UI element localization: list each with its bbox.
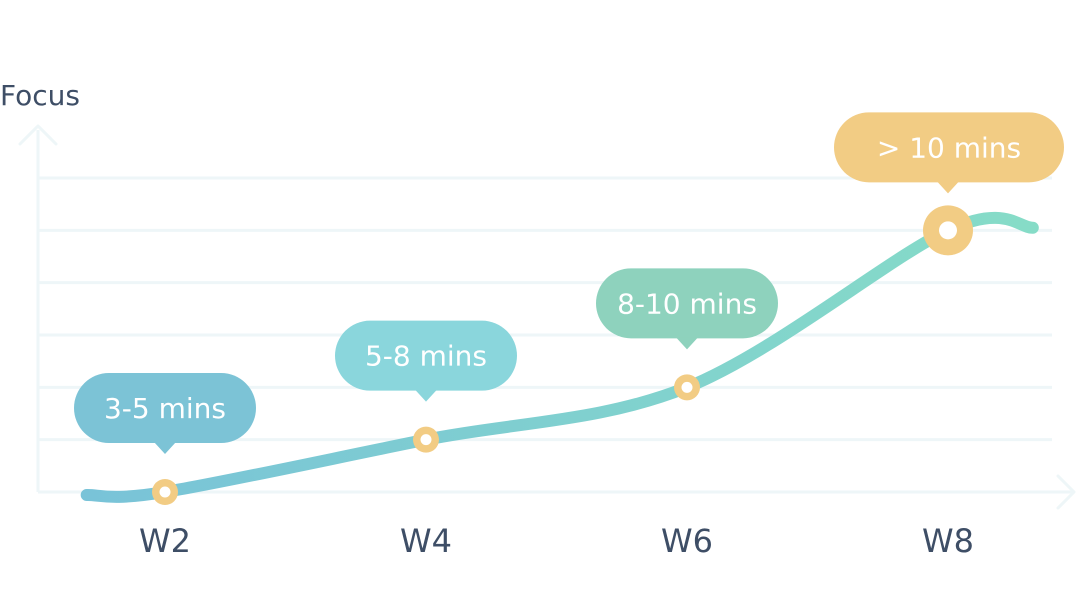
data-points <box>152 205 973 505</box>
x-tick-label: W2 <box>139 522 191 560</box>
data-label-text: 5-8 mins <box>365 340 487 373</box>
data-label-text: 8-10 mins <box>617 287 757 320</box>
y-axis-arrow-icon <box>18 124 58 146</box>
data-label-bubble <box>335 320 517 391</box>
data-label-badge: 8-10 mins <box>596 268 778 350</box>
x-tick-label: W4 <box>400 522 452 560</box>
x-tick-label: W8 <box>922 522 974 560</box>
data-point-marker-center <box>420 434 432 446</box>
x-axis-arrow-icon <box>1056 474 1076 510</box>
grid-lines <box>38 176 1052 494</box>
data-label-pointer <box>937 181 959 194</box>
data-labels: 3-5 mins 5-8 mins 8-10 mins > 10 mins <box>74 112 1064 454</box>
data-label-badge: > 10 mins <box>834 112 1064 194</box>
series-line <box>80 211 1039 503</box>
data-label-pointer <box>154 442 176 454</box>
data-label-text: > 10 mins <box>877 131 1021 164</box>
x-tick-labels: W2 W4 W6 W8 <box>139 522 974 560</box>
data-point-marker-center <box>681 381 693 393</box>
x-tick-label: W6 <box>661 522 713 560</box>
data-label-badge: 3-5 mins <box>74 373 256 454</box>
data-label-bubble <box>74 373 256 443</box>
axes <box>18 124 1076 510</box>
data-point-marker-center <box>939 221 957 240</box>
data-label-text: 3-5 mins <box>104 392 226 425</box>
data-label-bubble <box>834 112 1064 183</box>
data-label-pointer <box>676 337 698 350</box>
data-label-badge: 5-8 mins <box>335 320 517 402</box>
data-label-pointer <box>415 389 437 402</box>
y-axis-label: Focus <box>0 79 80 112</box>
data-point-marker-center <box>159 486 171 498</box>
data-label-bubble <box>596 268 778 339</box>
